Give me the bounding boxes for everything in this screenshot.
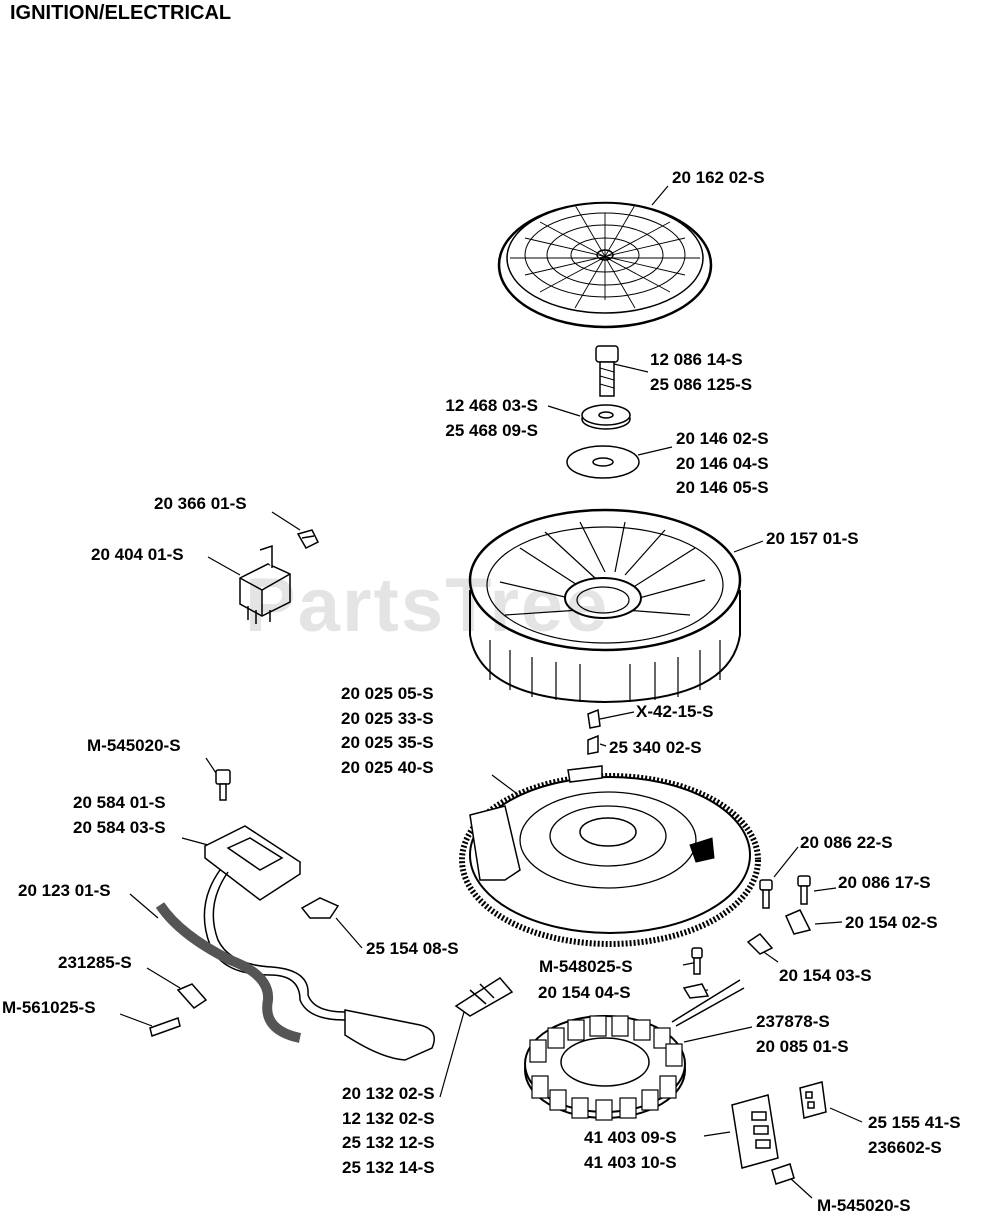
washer-part	[581, 404, 631, 430]
clamp-parts	[176, 897, 812, 1009]
label-regulator[interactable]: 41 403 09-S 41 403 10-S	[584, 1128, 677, 1172]
label-connector[interactable]: 25 155 41-S 236602-S	[868, 1113, 961, 1157]
label-ground-lead[interactable]: 20 123 01-S	[18, 881, 111, 900]
ignition-lead-part	[203, 869, 435, 1061]
label-flywheel[interactable]: 20 025 05-S 20 025 33-S 20 025 35-S 20 0…	[341, 684, 434, 777]
connector-part	[799, 1081, 827, 1119]
label-clamp-c[interactable]: 20 154 04-S	[538, 983, 631, 1002]
label-clip-c[interactable]: 231285-S	[58, 953, 132, 972]
label-screw-b[interactable]: 20 086 22-S	[800, 833, 893, 852]
clip-part	[296, 529, 320, 549]
label-clamp-b[interactable]: 20 154 02-S	[845, 913, 938, 932]
leader-lines	[119, 185, 863, 1199]
label-key-a[interactable]: X-42-15-S	[636, 702, 714, 721]
label-coil-screw[interactable]: M-545020-S	[87, 736, 181, 755]
screw-part	[595, 345, 619, 397]
label-ignition-module[interactable]: 20 584 01-S 20 584 03-S	[73, 793, 166, 837]
ground-lead-part	[155, 902, 302, 1043]
retainer-part	[566, 445, 640, 479]
label-clip[interactable]: 20 366 01-S	[154, 494, 247, 513]
watermark-logo: PartsTree	[245, 563, 610, 648]
label-regulator-screw[interactable]: M-545020-S	[817, 1196, 911, 1215]
label-screw-d[interactable]: M-548025-S	[539, 957, 633, 976]
label-stator[interactable]: 237878-S 20 085 01-S	[756, 1012, 849, 1056]
label-clamp[interactable]: 25 154 08-S	[366, 939, 459, 958]
blower-housing-part	[497, 201, 713, 329]
label-spark-plug[interactable]: 20 132 02-S 12 132 02-S 25 132 12-S 25 1…	[342, 1084, 435, 1177]
small-screw-parts	[149, 875, 811, 1185]
label-blower-housing[interactable]: 20 162 02-S	[672, 168, 765, 187]
page-title: IGNITION/ELECTRICAL	[10, 2, 232, 24]
label-retainer[interactable]: 20 146 02-S 20 146 04-S 20 146 05-S	[676, 429, 769, 497]
ignition-module-part	[203, 825, 302, 901]
label-relay[interactable]: 20 404 01-S	[91, 545, 184, 564]
regulator-part	[731, 1094, 779, 1169]
relay-part	[239, 544, 291, 624]
label-clamp-d[interactable]: 20 154 03-S	[779, 966, 872, 985]
flywheel-part	[459, 765, 761, 947]
label-key-b[interactable]: 25 340 02-S	[609, 738, 702, 757]
stator-part	[524, 979, 745, 1121]
coil-screw-part	[215, 769, 231, 801]
label-screw-c[interactable]: 20 086 17-S	[838, 873, 931, 892]
spark-plug-part	[454, 977, 514, 1017]
label-washer[interactable]: 12 468 03-S 25 468 09-S	[445, 396, 538, 440]
label-screw-e[interactable]: M-561025-S	[2, 998, 96, 1017]
label-fan[interactable]: 20 157 01-S	[766, 529, 859, 548]
label-screw[interactable]: 12 086 14-S 25 086 125-S	[650, 350, 753, 394]
key-parts	[587, 708, 601, 755]
fan-part	[468, 508, 742, 704]
